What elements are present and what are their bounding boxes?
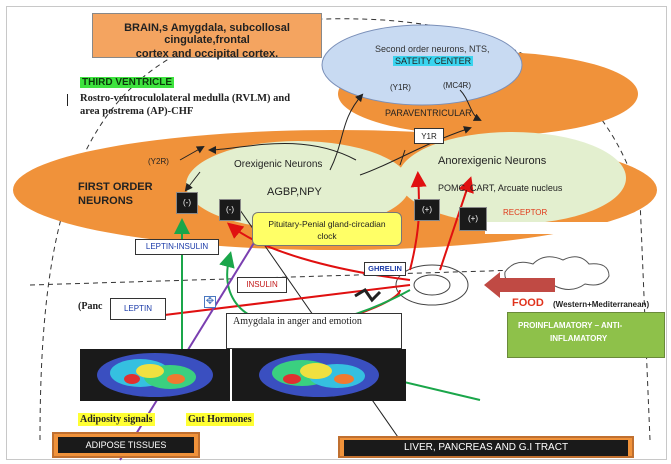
pituitary-line1: Pituitary-Penial gland-circadian — [268, 219, 386, 229]
brain-box: BRAIN,s Amygdala, subcollosal cingulate,… — [92, 13, 322, 60]
food-title: FOOD — [512, 297, 544, 309]
pituitary-box: Pituitary-Penial gland-circadian clock — [252, 212, 402, 246]
pituitary-line2: clock — [317, 231, 337, 241]
food-sub: (Western+Mediterranean) — [553, 300, 650, 309]
leptin-label: LEPTIN — [123, 304, 152, 313]
brain-scan-left-image — [97, 353, 213, 397]
proinflammatory-line2: INFLAMATORY — [550, 334, 608, 343]
food-arrow — [484, 272, 555, 298]
satiety-mc4r: (MC4R) — [443, 81, 471, 90]
plus-sign-1: (+) — [422, 205, 432, 214]
minus-sign-1: (-) — [183, 198, 191, 207]
liver-box: LIVER, PANCREAS AND G.I TRACT — [338, 436, 634, 458]
proinflammatory-line1: PROINFLAMATORY – ANTI- — [518, 321, 623, 330]
receptor-strip — [485, 222, 607, 234]
arrow-y2r — [184, 171, 201, 192]
insulin-box: INSULIN — [237, 277, 287, 293]
arrow-up-left — [208, 143, 357, 161]
arrow-to-satiety — [329, 93, 364, 171]
orexigenic-title: Orexigenic Neurons — [234, 159, 323, 170]
minus-sign-box-1: (-) — [176, 192, 198, 214]
plus-sign-2: (+) — [468, 214, 478, 223]
minus-sign-box-2: (-) — [219, 199, 241, 221]
adiposity-label: Adiposity signals — [78, 413, 155, 426]
stomach-outer — [395, 264, 469, 306]
liver-inner: LIVER, PANCREAS AND G.I TRACT — [344, 440, 628, 456]
orexigenic-sub: AGBP,NPY — [267, 186, 322, 198]
anorexigenic-ellipse — [398, 132, 626, 224]
insulin-label: INSULIN — [246, 280, 278, 289]
brain-box-line1: BRAIN,s Amygdala, subcollosal cingulate,… — [124, 22, 290, 46]
stomach-inner — [413, 274, 451, 296]
rvlm-line2: area postrema (AP)-CHF — [80, 106, 194, 117]
y1r-box-label: Y1R — [421, 132, 437, 141]
brain-scan-right — [232, 349, 406, 401]
paraventricular-label: PARAVENTRICULAR — [385, 108, 472, 118]
adipose-tissues-label: ADIPOSE TISSUES — [85, 440, 167, 450]
first-order-line1: FIRST ORDER — [78, 181, 153, 193]
brain-scan-left — [80, 349, 230, 401]
anorexigenic-title: Anorexigenic Neurons — [438, 155, 547, 167]
brain-box-line2: cortex and occipital cortex. — [135, 48, 279, 60]
amygdala-note: Amygdala in anger and emotion — [233, 316, 362, 327]
satiety-line1: Second order neurons, NTS, — [375, 44, 490, 54]
third-ventricle-label: THIRD VENTRICLE — [80, 77, 174, 88]
leptin-insulin-label: LEPTIN-INSULIN — [145, 242, 209, 251]
satiety-y1r: (Y1R) — [390, 83, 411, 92]
liver-label: LIVER, PANCREAS AND G.I TRACT — [403, 442, 569, 453]
red-arrow-anorexigenic-2 — [439, 176, 474, 271]
minus-sign-2: (-) — [226, 205, 234, 214]
arrow-third-ventricle — [179, 146, 205, 161]
first-order-line2: NEURONS — [78, 195, 134, 207]
arrow-to-y1r-box — [399, 149, 406, 166]
adipose-tissues-box: ADIPOSE TISSUES — [52, 432, 200, 458]
receptor-label: RECEPTOR — [503, 208, 548, 217]
y2r-label: (Y2R) — [148, 157, 169, 166]
y1r-box: Y1R — [414, 128, 444, 144]
leptin-box: LEPTIN — [110, 298, 166, 320]
ghrelin-label: GHRELIN — [368, 264, 402, 273]
gut-hormones-label: Gut Hormones — [186, 413, 254, 426]
satiety-center-label: SATEITY CENTER — [393, 56, 474, 66]
brain-scan-right-image — [259, 353, 379, 397]
red-zigzag — [354, 287, 382, 303]
rvlm-line1: Rostro-ventroculolateral medulla (RVLM) … — [80, 93, 291, 104]
amygdala-note-box: Amygdala in anger and emotion — [226, 313, 402, 349]
orexigenic-ellipse — [186, 141, 410, 229]
move-handle-icon[interactable]: ✥ — [204, 296, 216, 308]
adipose-tissues-inner: ADIPOSE TISSUES — [58, 437, 194, 453]
arrow-mc4r — [459, 89, 482, 121]
pancreas-partial-label: (Panc — [78, 301, 103, 312]
rvlm-bar — [67, 94, 68, 106]
arrow-y1r — [359, 126, 472, 176]
plus-sign-box-1: (+) — [414, 199, 440, 221]
plus-sign-box-2: (+) — [459, 207, 487, 231]
leptin-insulin-box: LEPTIN-INSULIN — [135, 239, 219, 255]
proinflammatory-box: PROINFLAMATORY – ANTI- INFLAMATORY — [507, 312, 665, 358]
ghrelin-box: GHRELIN — [364, 262, 406, 276]
anorexigenic-sub: POMC, CART, Arcuate nucleus — [438, 183, 563, 193]
